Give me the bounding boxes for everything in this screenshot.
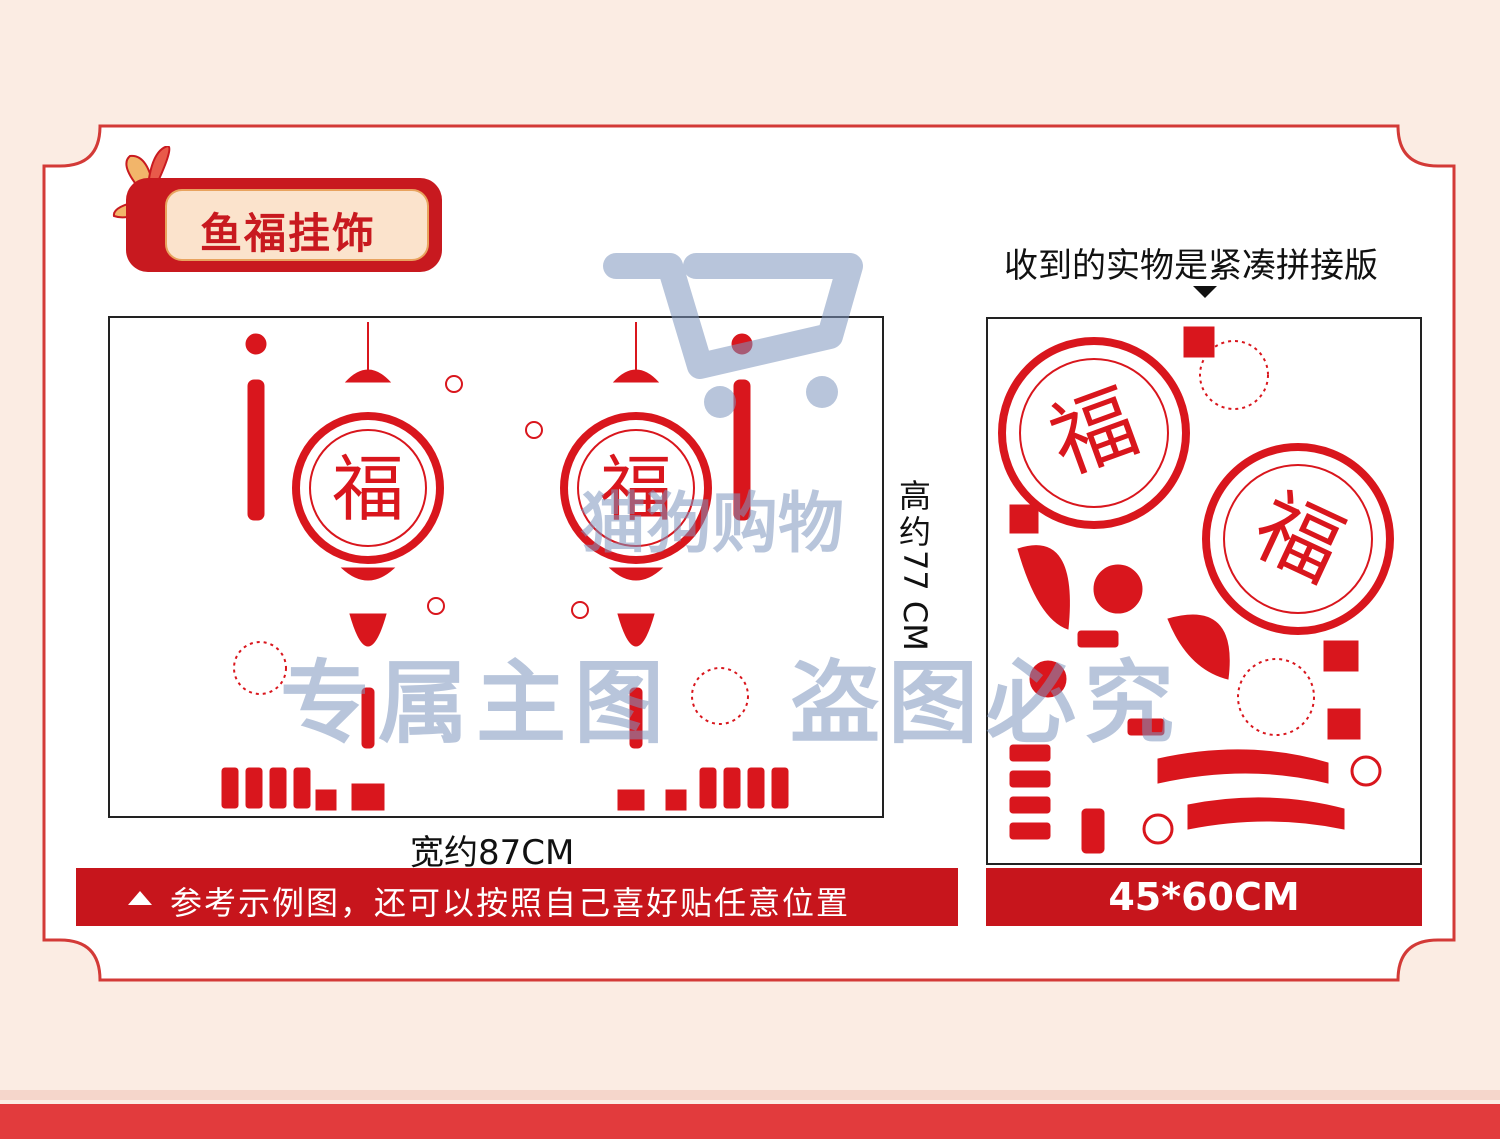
fish-fu-decoration-illustration: 福 福 <box>221 322 789 811</box>
example-image-panel: 福 福 <box>108 316 884 818</box>
reference-caption-bar: 参考示例图，还可以按照自己喜好贴任意位置 <box>76 868 958 926</box>
up-triangle-icon <box>128 891 152 905</box>
height-label: 高约 77 CM <box>896 478 934 651</box>
reference-caption-text: 参考示例图，还可以按照自己喜好贴任意位置 <box>170 884 851 922</box>
title-badge <box>108 144 448 274</box>
width-label: 宽约87CM <box>410 833 575 873</box>
svg-text:福: 福 <box>1037 372 1149 493</box>
height-label-prefix: 高约 <box>898 477 931 551</box>
size-bar: 45*60CM <box>986 868 1422 926</box>
svg-text:福: 福 <box>332 447 404 531</box>
actual-product-panel: 福 福 <box>986 317 1422 865</box>
svg-text:福: 福 <box>600 447 672 531</box>
down-arrow-icon <box>1193 286 1217 298</box>
bottom-band <box>0 1090 1500 1139</box>
page-title: 鱼福挂饰 <box>200 209 377 258</box>
height-label-value: 77 CM <box>896 550 934 651</box>
compact-sheet-illustration: 福 福 <box>998 326 1394 854</box>
cart-watermark-icon <box>603 253 863 418</box>
svg-text:福: 福 <box>1240 476 1358 600</box>
actual-product-note: 收到的实物是紧凑拼接版 <box>1004 246 1378 286</box>
